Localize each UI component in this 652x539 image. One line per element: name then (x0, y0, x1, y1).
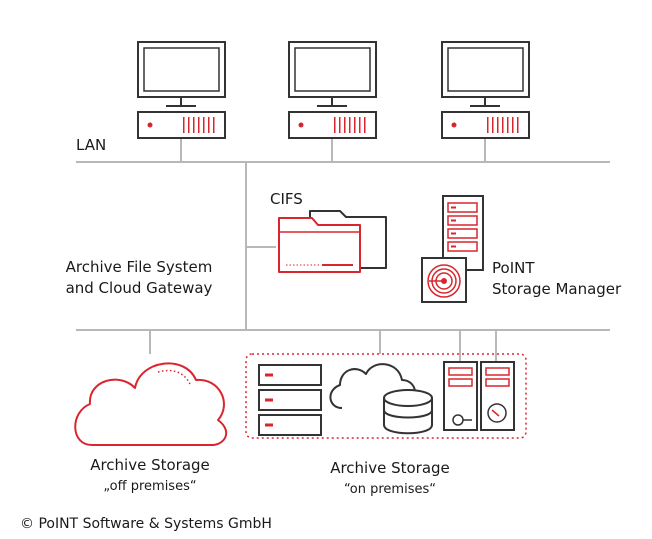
computer-icon (137, 41, 226, 139)
off-premises-label: Archive Storage „off premises“ (60, 455, 240, 497)
lan-label: LAN (76, 136, 107, 154)
cloud-icon (74, 362, 228, 447)
copyright-text: © PoINT Software & Systems GmbH (20, 516, 272, 532)
archive-file-system-line2: and Cloud Gateway (65, 279, 213, 297)
on-premises-title: Archive Storage (330, 459, 450, 477)
cifs-label: CIFS (270, 190, 303, 208)
off-premises-title: Archive Storage (90, 456, 210, 474)
lan-network-lines (76, 137, 610, 362)
folder-icon (278, 210, 387, 273)
computer-icon (441, 41, 530, 139)
tape-library-icon (443, 361, 478, 431)
off-premises-subtitle: „off premises“ (103, 479, 197, 494)
disk-array-icon (258, 364, 322, 436)
optical-jukebox-icon (480, 361, 515, 431)
archive-file-system-line1: Archive File System (65, 258, 213, 276)
on-premises-subtitle: “on premises“ (344, 482, 436, 497)
cloud-icon (329, 363, 417, 409)
database-icon (383, 389, 433, 435)
archive-file-system-label: Archive File System and Cloud Gateway (44, 257, 234, 299)
point-label-line1: PoINT (492, 259, 535, 277)
point-label-line2: Storage Manager (492, 280, 622, 298)
point-storage-manager-label: PoINT Storage Manager (492, 258, 621, 300)
target-icon (421, 257, 467, 303)
on-premises-label: Archive Storage “on premises“ (300, 458, 480, 500)
on-premises-container (245, 353, 527, 439)
computer-icon (288, 41, 377, 139)
